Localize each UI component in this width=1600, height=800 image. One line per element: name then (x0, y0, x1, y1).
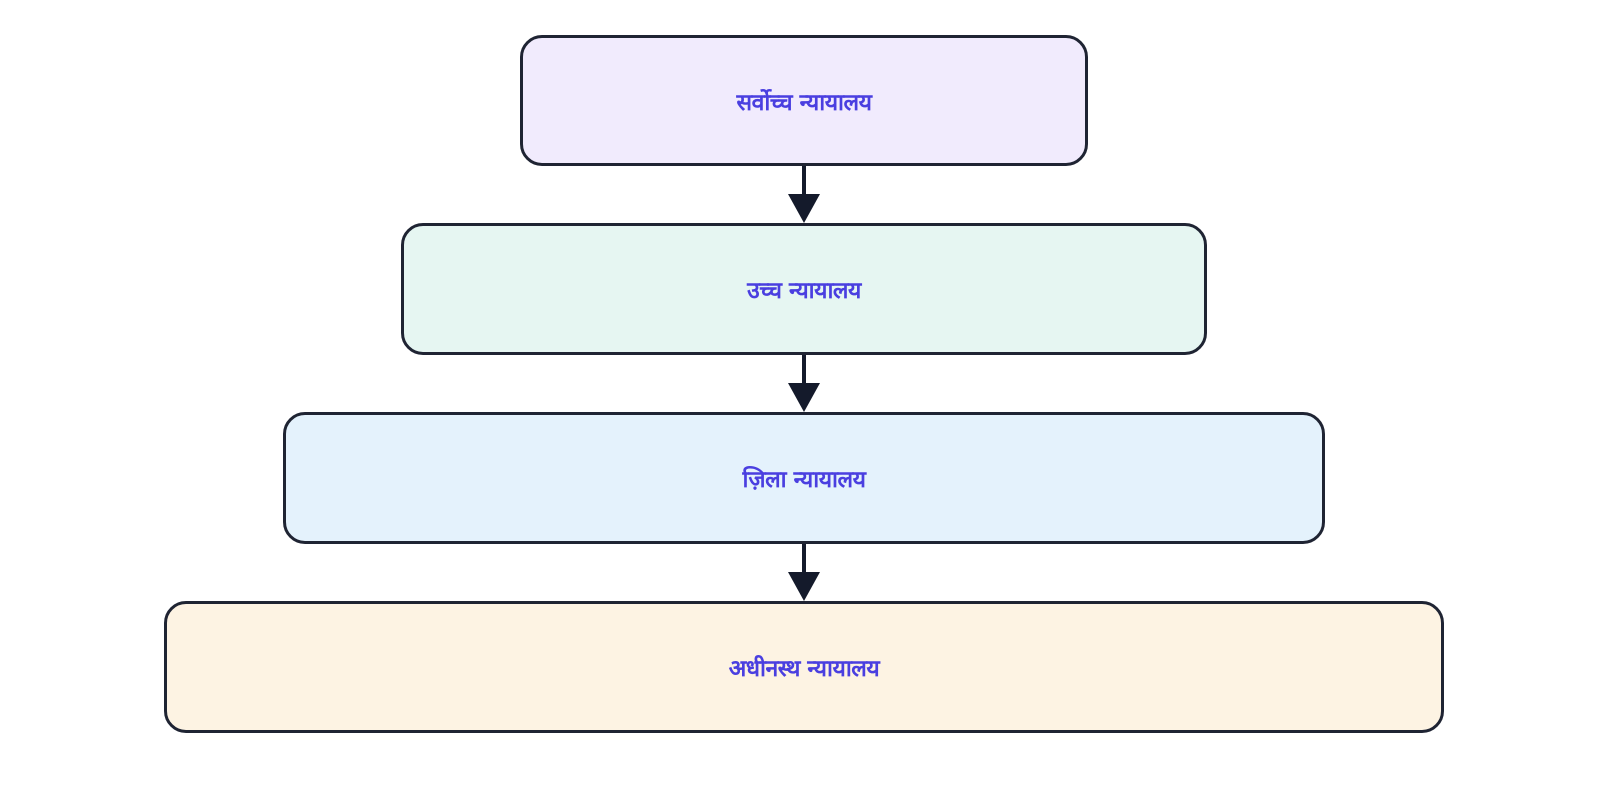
arrow-high-to-district (788, 355, 820, 412)
node-supreme-court: सर्वोच्च न्यायालय (520, 35, 1088, 166)
node-label-supreme-court: सर्वोच्च न्यायालय (736, 89, 872, 116)
node-label-subordinate-court: अधीनस्थ न्यायालय (728, 656, 880, 682)
node-subordinate-court: अधीनस्थ न्यायालय (164, 601, 1444, 733)
arrow-supreme-to-high (788, 166, 820, 223)
node-district-court: ज़िला न्यायालय (283, 412, 1325, 544)
node-label-high-court: उच्च न्यायालय (747, 278, 861, 304)
node-high-court: उच्च न्यायालय (401, 223, 1207, 355)
arrow-district-to-subordinate (788, 544, 820, 601)
node-label-district-court: ज़िला न्यायालय (742, 467, 866, 493)
